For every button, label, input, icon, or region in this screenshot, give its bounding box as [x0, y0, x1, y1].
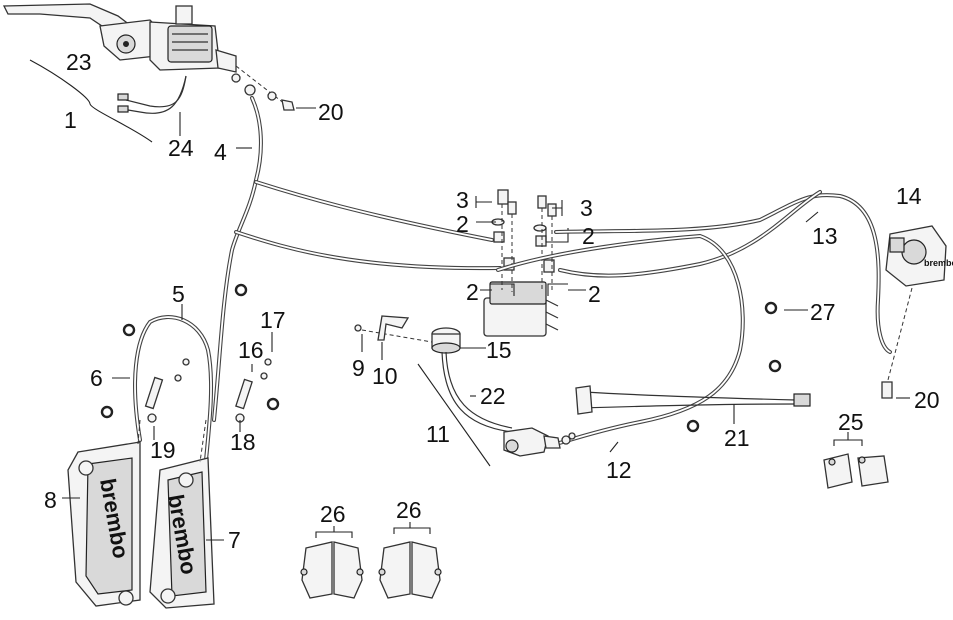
callout-17: 17 — [260, 307, 286, 333]
callout-3-right: 3 — [580, 195, 593, 221]
callout-13: 13 — [812, 223, 838, 249]
callout-7: 7 — [228, 527, 241, 553]
callout-16: 16 — [238, 337, 264, 363]
callout-2-upper-right: 2 — [582, 223, 595, 249]
callout-6: 6 — [90, 365, 103, 391]
callout-20-top: 20 — [318, 99, 344, 125]
rear-master-cylinder — [503, 427, 576, 457]
callout-24: 24 — [168, 135, 194, 161]
callout-1: 1 — [64, 107, 77, 133]
callout-11: 11 — [426, 421, 450, 447]
rear-brake-hose-13 — [554, 190, 892, 354]
callout-9: 9 — [352, 355, 365, 381]
callout-14: 14 — [896, 183, 922, 209]
callout-2-lower-left: 2 — [466, 279, 479, 305]
callout-18: 18 — [230, 429, 256, 455]
callout-26-left: 26 — [320, 501, 346, 527]
front-brake-pads-a — [300, 541, 364, 599]
callout-20-bottom: 20 — [914, 387, 940, 413]
callout-4: 4 — [214, 139, 227, 165]
callout-5: 5 — [172, 281, 185, 307]
front-caliper-right-7: brembo — [149, 457, 215, 609]
callout-15: 15 — [486, 337, 512, 363]
bleeder-valves — [144, 358, 272, 423]
callout-26-right: 26 — [396, 497, 422, 523]
front-caliper-left-8: brembo — [67, 441, 141, 607]
rear-reservoir-15 — [431, 327, 461, 354]
callout-10: 10 — [372, 363, 398, 389]
rear-caliper-14: brembo — [885, 225, 953, 287]
front-master-cylinder-assembly — [2, 3, 237, 73]
svg-text:brembo: brembo — [924, 258, 953, 268]
callout-22: 22 — [480, 383, 506, 409]
rear-brake-pads-25 — [823, 453, 889, 489]
abs-modulator — [483, 281, 559, 337]
callout-27: 27 — [810, 299, 836, 325]
callout-25: 25 — [838, 409, 864, 435]
callout-3-left: 3 — [456, 187, 469, 213]
callout-2-lower-right: 2 — [588, 281, 601, 307]
callout-23: 23 — [66, 49, 92, 75]
callout-12: 12 — [606, 457, 632, 483]
callout-19: 19 — [150, 437, 176, 463]
callout-8: 8 — [44, 487, 57, 513]
front-brake-pads-b — [378, 541, 442, 599]
callout-21: 21 — [724, 425, 750, 451]
callout-2-upper-left: 2 — [456, 211, 469, 237]
hose-clips — [100, 283, 782, 433]
